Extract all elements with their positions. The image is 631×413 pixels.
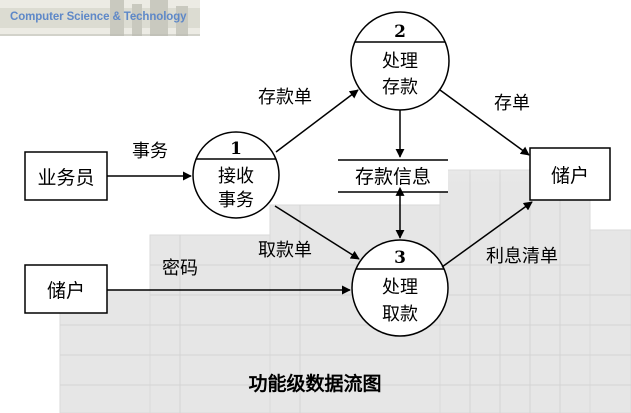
flow-interest-statement-arrow bbox=[441, 201, 533, 268]
flow-receipt-label: 存单 bbox=[494, 93, 530, 114]
header-banner: Computer Science & Technology bbox=[0, 0, 200, 36]
flow-withdrawal-slip-label: 取款单 bbox=[258, 240, 312, 261]
process-1-label-line1: 接收 bbox=[218, 166, 254, 187]
entity-clerk-label: 业务员 bbox=[37, 167, 94, 189]
process-1-label-line2: 事务 bbox=[218, 190, 254, 211]
entity-depositor-top-label: 储户 bbox=[551, 165, 589, 187]
flow-password-label: 密码 bbox=[162, 258, 198, 279]
banner-background bbox=[0, 0, 200, 36]
flow-deposit-slip-arrow bbox=[275, 89, 359, 153]
entity-depositor-bottom: 储户 bbox=[24, 264, 108, 314]
process-2-handle-deposit: 2 处理 存款 bbox=[350, 11, 450, 111]
process-2-label-line2: 存款 bbox=[382, 77, 418, 98]
entity-depositor-bottom-label: 储户 bbox=[47, 280, 85, 302]
flow-receipt-arrow bbox=[439, 89, 530, 156]
process-1-receive-transaction: 1 接收 事务 bbox=[192, 131, 280, 219]
entity-depositor-top: 储户 bbox=[529, 147, 611, 201]
process-2-label-line1: 处理 bbox=[382, 51, 418, 72]
header-banner-text: Computer Science & Technology bbox=[10, 11, 187, 23]
process-3-label-line2: 取款 bbox=[382, 304, 418, 325]
process-3-handle-withdrawal: 3 处理 取款 bbox=[351, 239, 449, 337]
flow-withdrawal-slip-arrow bbox=[274, 205, 360, 260]
process-2-number: 2 bbox=[394, 22, 406, 42]
diagram-caption: 功能级数据流图 bbox=[248, 372, 381, 395]
process-3-number: 3 bbox=[394, 248, 406, 268]
process-1-number: 1 bbox=[230, 139, 242, 159]
flow-interest-statement-label: 利息清单 bbox=[486, 246, 558, 267]
datastore-label: 存款信息 bbox=[355, 166, 431, 188]
process-3-label-line1: 处理 bbox=[382, 277, 418, 298]
flow-transaction-label: 事务 bbox=[132, 141, 168, 162]
flow-deposit-slip-label: 存款单 bbox=[258, 87, 312, 108]
datastore-deposit-info: 存款信息 bbox=[338, 159, 448, 193]
entity-clerk: 业务员 bbox=[24, 151, 108, 201]
